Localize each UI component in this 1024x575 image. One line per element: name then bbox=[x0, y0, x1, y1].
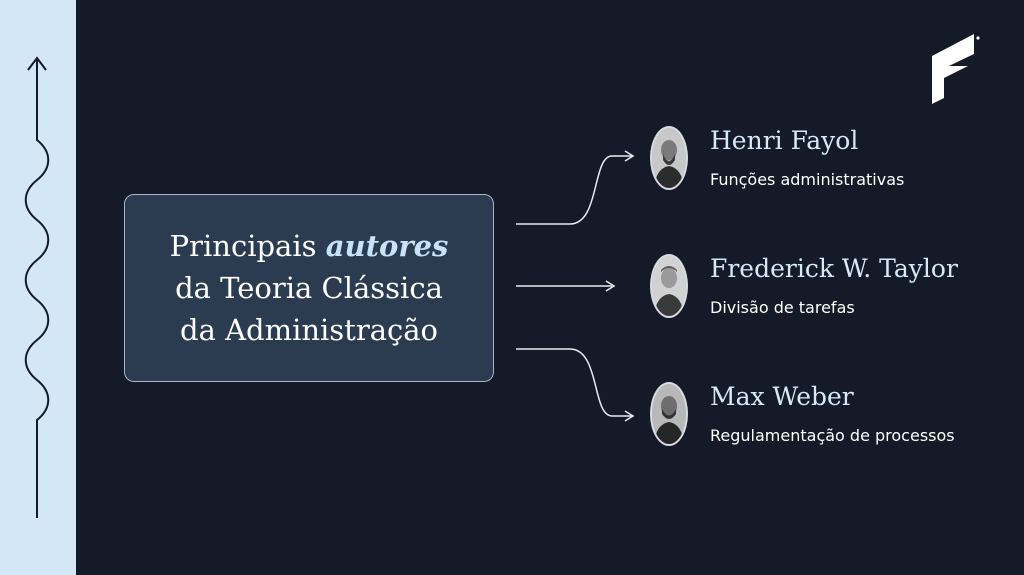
author-fayol: Henri Fayol Funções administrativas bbox=[650, 126, 1010, 196]
author-taylor: Frederick W. Taylor Divisão de tarefas bbox=[650, 254, 1010, 324]
connector-arrow-icon bbox=[605, 150, 635, 422]
title-accent: autores bbox=[325, 229, 449, 263]
portrait-icon bbox=[650, 254, 688, 318]
author-name: Frederick W. Taylor bbox=[710, 254, 958, 283]
brand-logo-icon bbox=[932, 34, 980, 104]
side-strip bbox=[0, 0, 76, 575]
author-name: Henri Fayol bbox=[710, 126, 859, 155]
author-name: Max Weber bbox=[710, 382, 854, 411]
title-box: Principais autores da Teoria Clássica da… bbox=[124, 194, 494, 382]
title-line-2: da Teoria Clássica bbox=[175, 271, 443, 305]
title-prefix: Principais bbox=[169, 229, 317, 263]
portrait-icon bbox=[650, 382, 688, 446]
author-weber: Max Weber Regulamentação de processos bbox=[650, 382, 1010, 452]
title-line-3: da Administração bbox=[180, 313, 438, 347]
title-line-1: Principais autores bbox=[170, 225, 449, 267]
portrait-icon bbox=[650, 126, 688, 190]
connector-to-fayol bbox=[516, 155, 632, 225]
author-role: Funções administrativas bbox=[710, 170, 905, 189]
wavy-up-arrow-icon bbox=[24, 56, 50, 518]
author-role: Regulamentação de processos bbox=[710, 426, 955, 445]
author-role: Divisão de tarefas bbox=[710, 298, 855, 317]
connector-to-weber bbox=[516, 348, 632, 417]
